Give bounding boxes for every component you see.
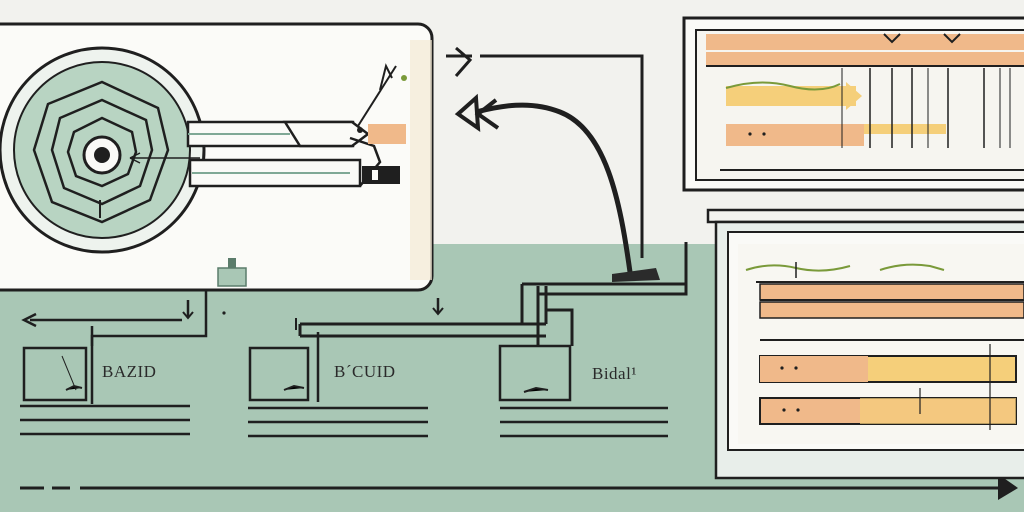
top-wire: [446, 46, 644, 258]
upper-right-panel: [682, 16, 1024, 192]
module-2-label: B´CUID: [334, 362, 396, 381]
lower-right-panel: [706, 208, 1024, 480]
module-2: [248, 332, 428, 438]
chart-thumbnail-icon: [248, 346, 310, 402]
bus-line: [21, 242, 688, 346]
bottom-arrow: [20, 474, 1018, 500]
module-1-label: BAZID: [102, 362, 157, 381]
chart-thumbnail-icon: [22, 346, 88, 402]
module-3-label: Bidal¹: [592, 364, 637, 383]
target-disc: [0, 46, 206, 254]
module-1: [20, 326, 190, 436]
curved-arrow: [454, 93, 660, 282]
lever-assembly: [186, 63, 407, 188]
chart-thumbnail-icon: [498, 344, 572, 402]
module-3: [498, 344, 668, 438]
